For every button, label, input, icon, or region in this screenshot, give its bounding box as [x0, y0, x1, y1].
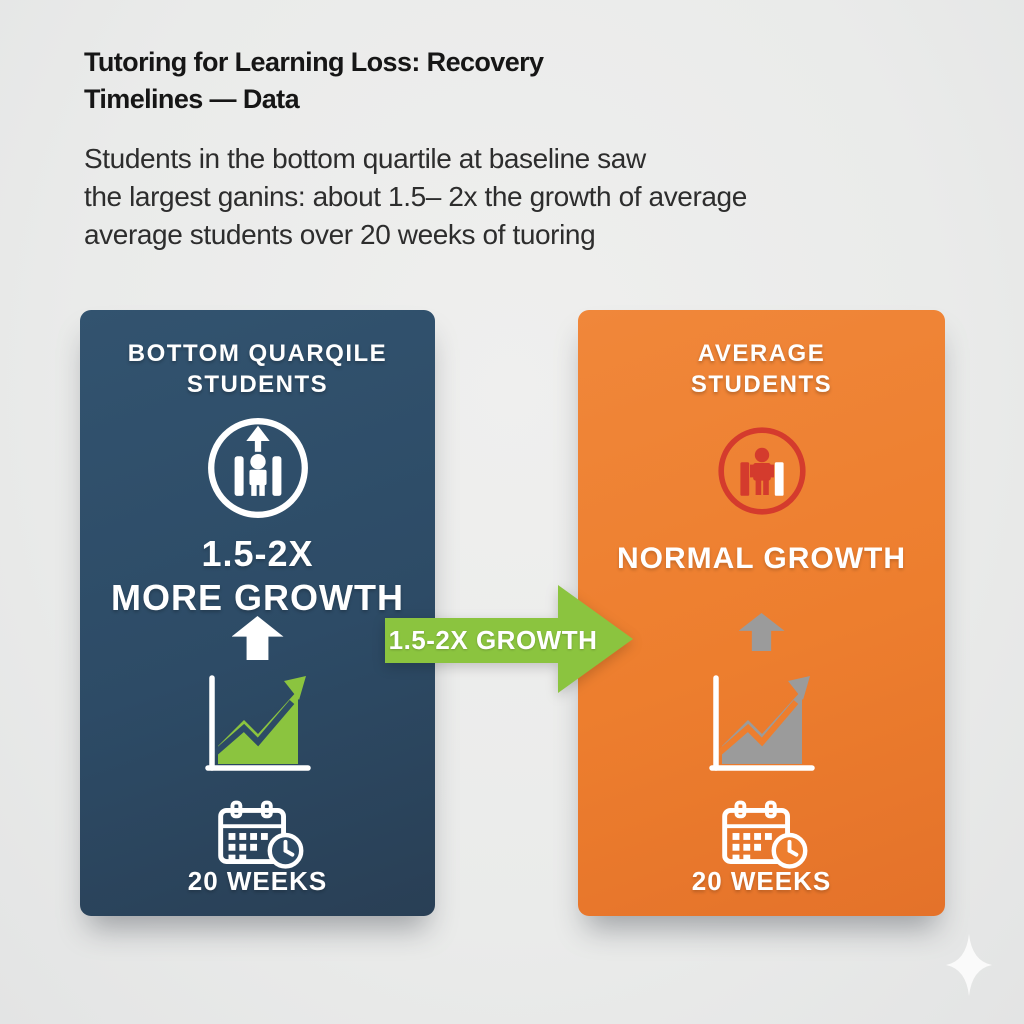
up-arrow-icon — [231, 616, 284, 660]
page-title: Tutoring for Learning Loss: Recovery Tim… — [84, 47, 544, 114]
sparkle-icon — [946, 934, 992, 996]
growth-stat: 1.5-2X MORE GROWTH — [111, 533, 404, 618]
duration-label: 20 WEEKS — [187, 866, 328, 896]
calendar-clock-icon — [707, 800, 817, 870]
average-students-header: AVERAGE STUDENTS — [690, 340, 833, 398]
page-subtitle: Students in the bottom quartile at basel… — [84, 143, 747, 250]
bottom-quartile-header: BOTTOM QUARQILE STUDENTS — [127, 340, 388, 398]
duration-label: 20 WEEKS — [691, 866, 832, 896]
up-arrow-icon — [738, 613, 785, 651]
average-student-icon — [714, 423, 810, 519]
bottom-quartile-panel: BOTTOM QUARQILE STUDENTS 1.5-2X MORE GRO… — [80, 310, 435, 916]
comparison-arrow-label: 1.5-2X GROWTH — [388, 625, 598, 655]
comparison-arrow: 1.5-2X GROWTH — [385, 585, 633, 693]
growth-chart-icon — [706, 674, 818, 776]
student-rank-up-icon — [204, 414, 312, 522]
growth-stat: NORMAL GROWTH — [616, 542, 907, 575]
comparison-arrow-body — [385, 618, 559, 663]
calendar-clock-icon — [203, 800, 313, 870]
average-students-panel: AVERAGE STUDENTS NORMAL GROWTH — [578, 310, 945, 916]
growth-chart-icon — [202, 674, 314, 776]
